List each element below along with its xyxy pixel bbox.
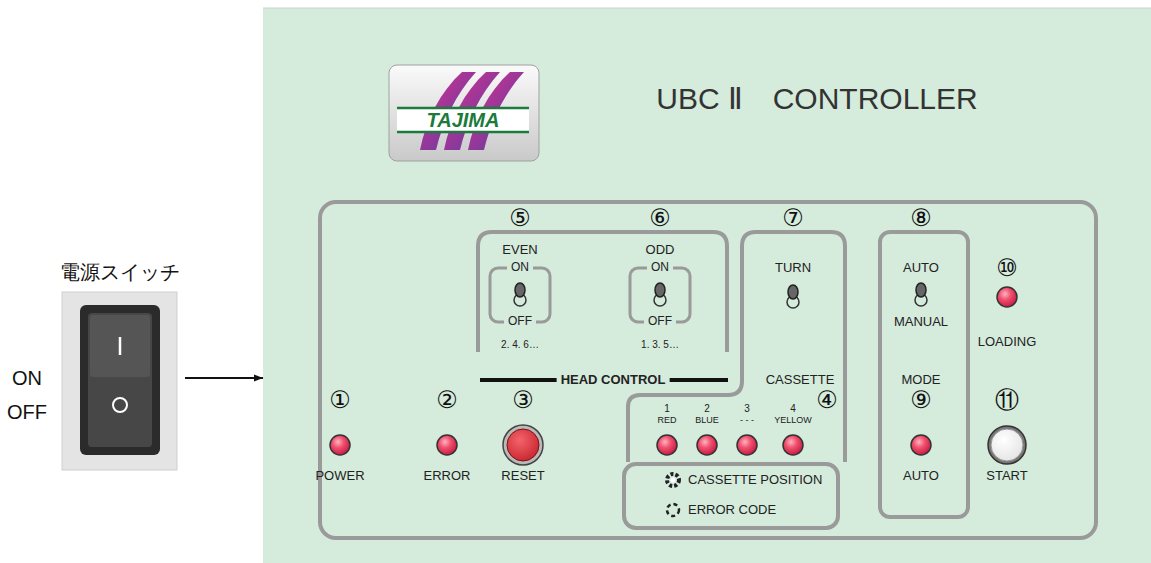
switch-bracket <box>630 268 690 322</box>
panel-label: RESET <box>501 469 544 483</box>
panel-label: 1. 3. 5… <box>641 339 679 350</box>
toggle-lever <box>515 283 525 297</box>
indicator-lamp <box>657 435 677 455</box>
panel-label: UBC Ⅱ CONTROLLER <box>656 82 977 115</box>
panel-label: AUTO <box>903 469 939 483</box>
panel-label: - - - <box>740 416 754 426</box>
panel-label: EVEN <box>502 243 537 257</box>
indicator-lamp <box>997 287 1017 307</box>
logo-band <box>397 108 529 132</box>
head-control-group: HEAD CONTROL ⑤ EVEN ON OFF 2. 4. 6… ⑥ ODD ON OFF 1… <box>470 205 735 390</box>
panel-label: ON <box>507 261 533 274</box>
logo-plate <box>389 65 539 161</box>
gear-hole <box>671 478 676 483</box>
panel-label: AUTO <box>903 261 939 275</box>
panel-label: ERROR CODE <box>688 503 776 517</box>
panel-label: 3 <box>744 403 750 414</box>
head-control-group-art <box>470 205 735 390</box>
control-frame-art <box>318 200 1098 540</box>
control-frame: ① POWER ② ERROR ③ RESET ⑩ LOADING ⑪ START HEAD CON… <box>318 200 1098 540</box>
panel-label: MANUAL <box>894 315 948 329</box>
panel-edge <box>263 8 1151 9</box>
panel-label: CASSETTE POSITION <box>688 473 822 487</box>
switch-group: ⑤ EVEN ON OFF 2. 4. 6… <box>480 205 560 355</box>
callout-number: ⑦ <box>782 205 804 231</box>
power-switch: 電源スイッチ <box>55 255 185 473</box>
broken-gear-icon <box>667 504 679 516</box>
toggle-lever <box>788 285 798 299</box>
indicator-lamp <box>330 435 350 455</box>
switch-state-label: ON <box>12 367 42 389</box>
on-mark <box>119 337 122 355</box>
callout-number: ⑪ <box>995 387 1019 413</box>
callout-number: ④ <box>816 387 838 413</box>
panel-label: MODE <box>902 373 941 387</box>
cassette-group-art <box>620 205 855 465</box>
panel-label: BLUE <box>695 416 719 426</box>
panel-label: TURN <box>775 261 811 275</box>
group-bracket <box>478 232 727 352</box>
indicator-lamp <box>697 435 717 455</box>
panel-label: OFF <box>644 315 676 328</box>
cassette-group: ⑦ TURN CASSETTE④ 1RED 2BLUE 3 - - - 4YELLOW <box>620 205 855 465</box>
gear-icon <box>667 474 679 486</box>
callout-number: ⑨ <box>910 387 932 413</box>
group-outline <box>628 232 845 462</box>
logo-rule <box>397 107 529 110</box>
rocker-top <box>90 315 150 377</box>
panel-label: YELLOW <box>774 416 812 426</box>
callout-number: ⑧ <box>910 205 932 231</box>
reset-button <box>507 429 539 461</box>
panel-label: START <box>986 469 1027 483</box>
callout-number: ① <box>329 387 351 413</box>
start-button <box>991 429 1023 461</box>
panel-label: LOADING <box>978 335 1037 349</box>
switch-bezel <box>80 305 160 455</box>
pointer-arrow <box>185 377 263 379</box>
position-code-box: CASSETTE POSITION ERROR CODE <box>622 462 840 530</box>
callout-number: ⑤ <box>509 205 531 231</box>
power-switch-art <box>55 255 185 473</box>
indicator-lamp <box>783 435 803 455</box>
switch-bracket <box>490 268 550 322</box>
panel-label: 4 <box>790 403 796 414</box>
panel-label: ERROR <box>424 469 471 483</box>
panel-label: 2. 4. 6… <box>501 339 539 350</box>
button-ring <box>988 426 1026 464</box>
panel-label: OFF <box>504 315 536 328</box>
frame-outline <box>320 202 1096 538</box>
toggle-lever <box>655 283 665 297</box>
group-outline <box>880 232 968 517</box>
callout-number: ② <box>436 387 458 413</box>
indicator-lamp <box>437 435 457 455</box>
callout-number: ③ <box>512 387 534 413</box>
switch-photo <box>62 292 177 470</box>
logo-rule <box>397 131 529 134</box>
callout-number: ⑩ <box>996 255 1018 281</box>
box-outline <box>624 464 838 528</box>
switch-rocker <box>88 313 152 447</box>
panel-label: 1 <box>664 403 670 414</box>
panel-label: RED <box>657 416 676 426</box>
panel-label: CASSETTE <box>766 373 835 387</box>
controller-panel: UBC Ⅱ CONTROLLER TAJIMA ① POWER ② ERROR ③ RESET… <box>263 8 1151 563</box>
panel-label: POWER <box>315 469 364 483</box>
indicator-lamp <box>737 435 757 455</box>
indicator-lamp <box>911 435 931 455</box>
toggle-lever <box>916 283 926 297</box>
panel-label: 2 <box>704 403 710 414</box>
panel-label: ON <box>647 261 673 274</box>
switch-state-label: OFF <box>7 401 47 423</box>
panel-label: HEAD CONTROL <box>557 373 670 387</box>
panel-label: TAJIMA <box>427 109 500 131</box>
mode-group: ⑧ AUTO MANUAL MODE⑨ AUTO <box>875 205 970 520</box>
switch-group: ⑥ ODD ON OFF 1. 3. 5… <box>620 205 700 355</box>
off-mark <box>113 398 127 412</box>
button-ring <box>503 425 543 465</box>
logo-box: TAJIMA <box>388 64 540 162</box>
callout-number: ⑥ <box>649 205 671 231</box>
panel-label: ODD <box>646 243 675 257</box>
panel-label: 電源スイッチ <box>60 261 180 283</box>
